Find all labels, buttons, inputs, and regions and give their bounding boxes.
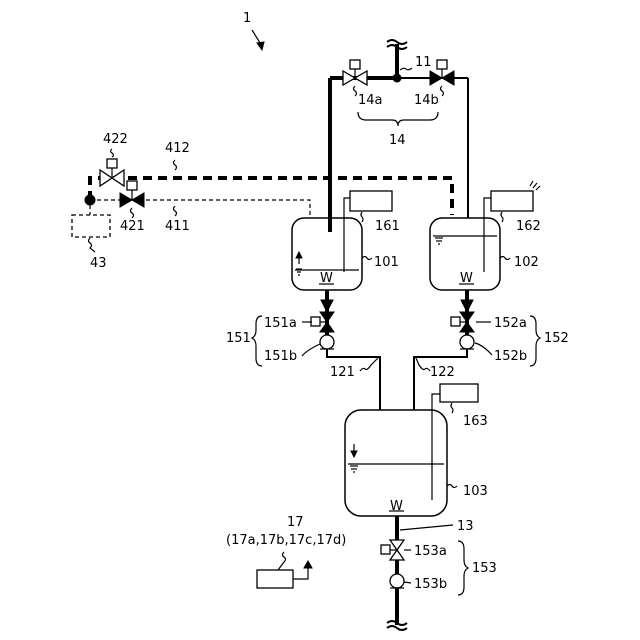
leader-161 <box>361 212 363 222</box>
outlet-pipe-13 <box>387 516 407 630</box>
label-151: 151 <box>226 331 251 346</box>
valve-422 <box>100 159 124 186</box>
label-13: 13 <box>457 519 474 534</box>
label-122: 122 <box>430 365 455 380</box>
label-43: 43 <box>90 256 107 271</box>
leader-122 <box>416 358 430 371</box>
device-43 <box>72 215 110 237</box>
label-11: 11 <box>415 55 432 70</box>
leader-17 <box>278 552 286 570</box>
label-103: 103 <box>463 484 488 499</box>
valve-14b <box>430 60 454 85</box>
ref-system-label: 1 <box>243 11 251 26</box>
leader-43 <box>89 238 96 252</box>
label-121: 121 <box>330 365 355 380</box>
label-162: 162 <box>516 219 541 234</box>
brace-152 <box>530 316 540 366</box>
leader-14b <box>441 86 444 96</box>
leader-421 <box>131 208 134 218</box>
leader-412 <box>174 160 177 170</box>
leader-153b <box>404 582 411 583</box>
leader-422 <box>111 149 114 157</box>
leader-152b <box>475 343 492 355</box>
label-152a: 152a <box>494 316 527 331</box>
label-14: 14 <box>389 133 406 148</box>
sensor-163 <box>432 384 478 402</box>
label-14a: 14a <box>358 93 383 108</box>
pipe-121 <box>327 349 380 412</box>
label-17: 17 <box>287 515 304 530</box>
label-151b: 151b <box>264 349 297 364</box>
pump-153b <box>390 574 404 588</box>
valve-153a <box>381 540 404 560</box>
sensor-162 <box>484 181 540 211</box>
label-163: 163 <box>463 414 488 429</box>
label-412: 412 <box>165 141 190 156</box>
leader-162 <box>501 212 503 222</box>
leader-101 <box>362 257 372 260</box>
label-152b: 152b <box>494 349 527 364</box>
label-14b: 14b <box>414 93 439 108</box>
check-arrow-102 <box>461 300 473 312</box>
label-153a: 153a <box>414 544 447 559</box>
label-153b: 153b <box>414 577 447 592</box>
water-mark-103: W <box>390 499 403 514</box>
leader-121 <box>360 358 378 371</box>
label-161: 161 <box>375 219 400 234</box>
sensor-161 <box>344 191 392 211</box>
pump-151b <box>320 335 334 349</box>
check-arrow-101 <box>321 300 333 312</box>
pump-152b <box>460 335 474 349</box>
ref-system-arrow <box>252 30 264 50</box>
leader-103 <box>447 485 457 488</box>
label-421: 421 <box>120 219 145 234</box>
leader-163 <box>451 403 453 413</box>
valve-152a <box>451 312 474 332</box>
leader-151b <box>302 344 320 356</box>
label-152: 152 <box>544 331 569 346</box>
brace-14 <box>358 112 438 126</box>
brace-153 <box>458 541 468 595</box>
leader-13 <box>400 525 453 530</box>
label-422: 422 <box>103 132 128 147</box>
water-mark-101: W <box>320 271 333 286</box>
valve-14a <box>343 60 367 85</box>
label-17-sub: (17a,17b,17c,17d) <box>226 533 346 548</box>
controller-17 <box>257 561 312 588</box>
pipe-412 <box>90 178 452 245</box>
leader-102 <box>500 257 510 260</box>
label-101: 101 <box>374 255 399 270</box>
water-mark-102: W <box>460 271 473 286</box>
brace-151 <box>252 316 262 366</box>
valve-151a <box>311 312 334 332</box>
leader-411 <box>174 206 177 216</box>
pipe-411 <box>85 195 310 245</box>
leader-11 <box>400 68 412 70</box>
label-411: 411 <box>165 219 190 234</box>
label-153: 153 <box>472 561 497 576</box>
label-102: 102 <box>514 255 539 270</box>
label-151a: 151a <box>264 316 297 331</box>
leader-14a <box>354 86 357 96</box>
